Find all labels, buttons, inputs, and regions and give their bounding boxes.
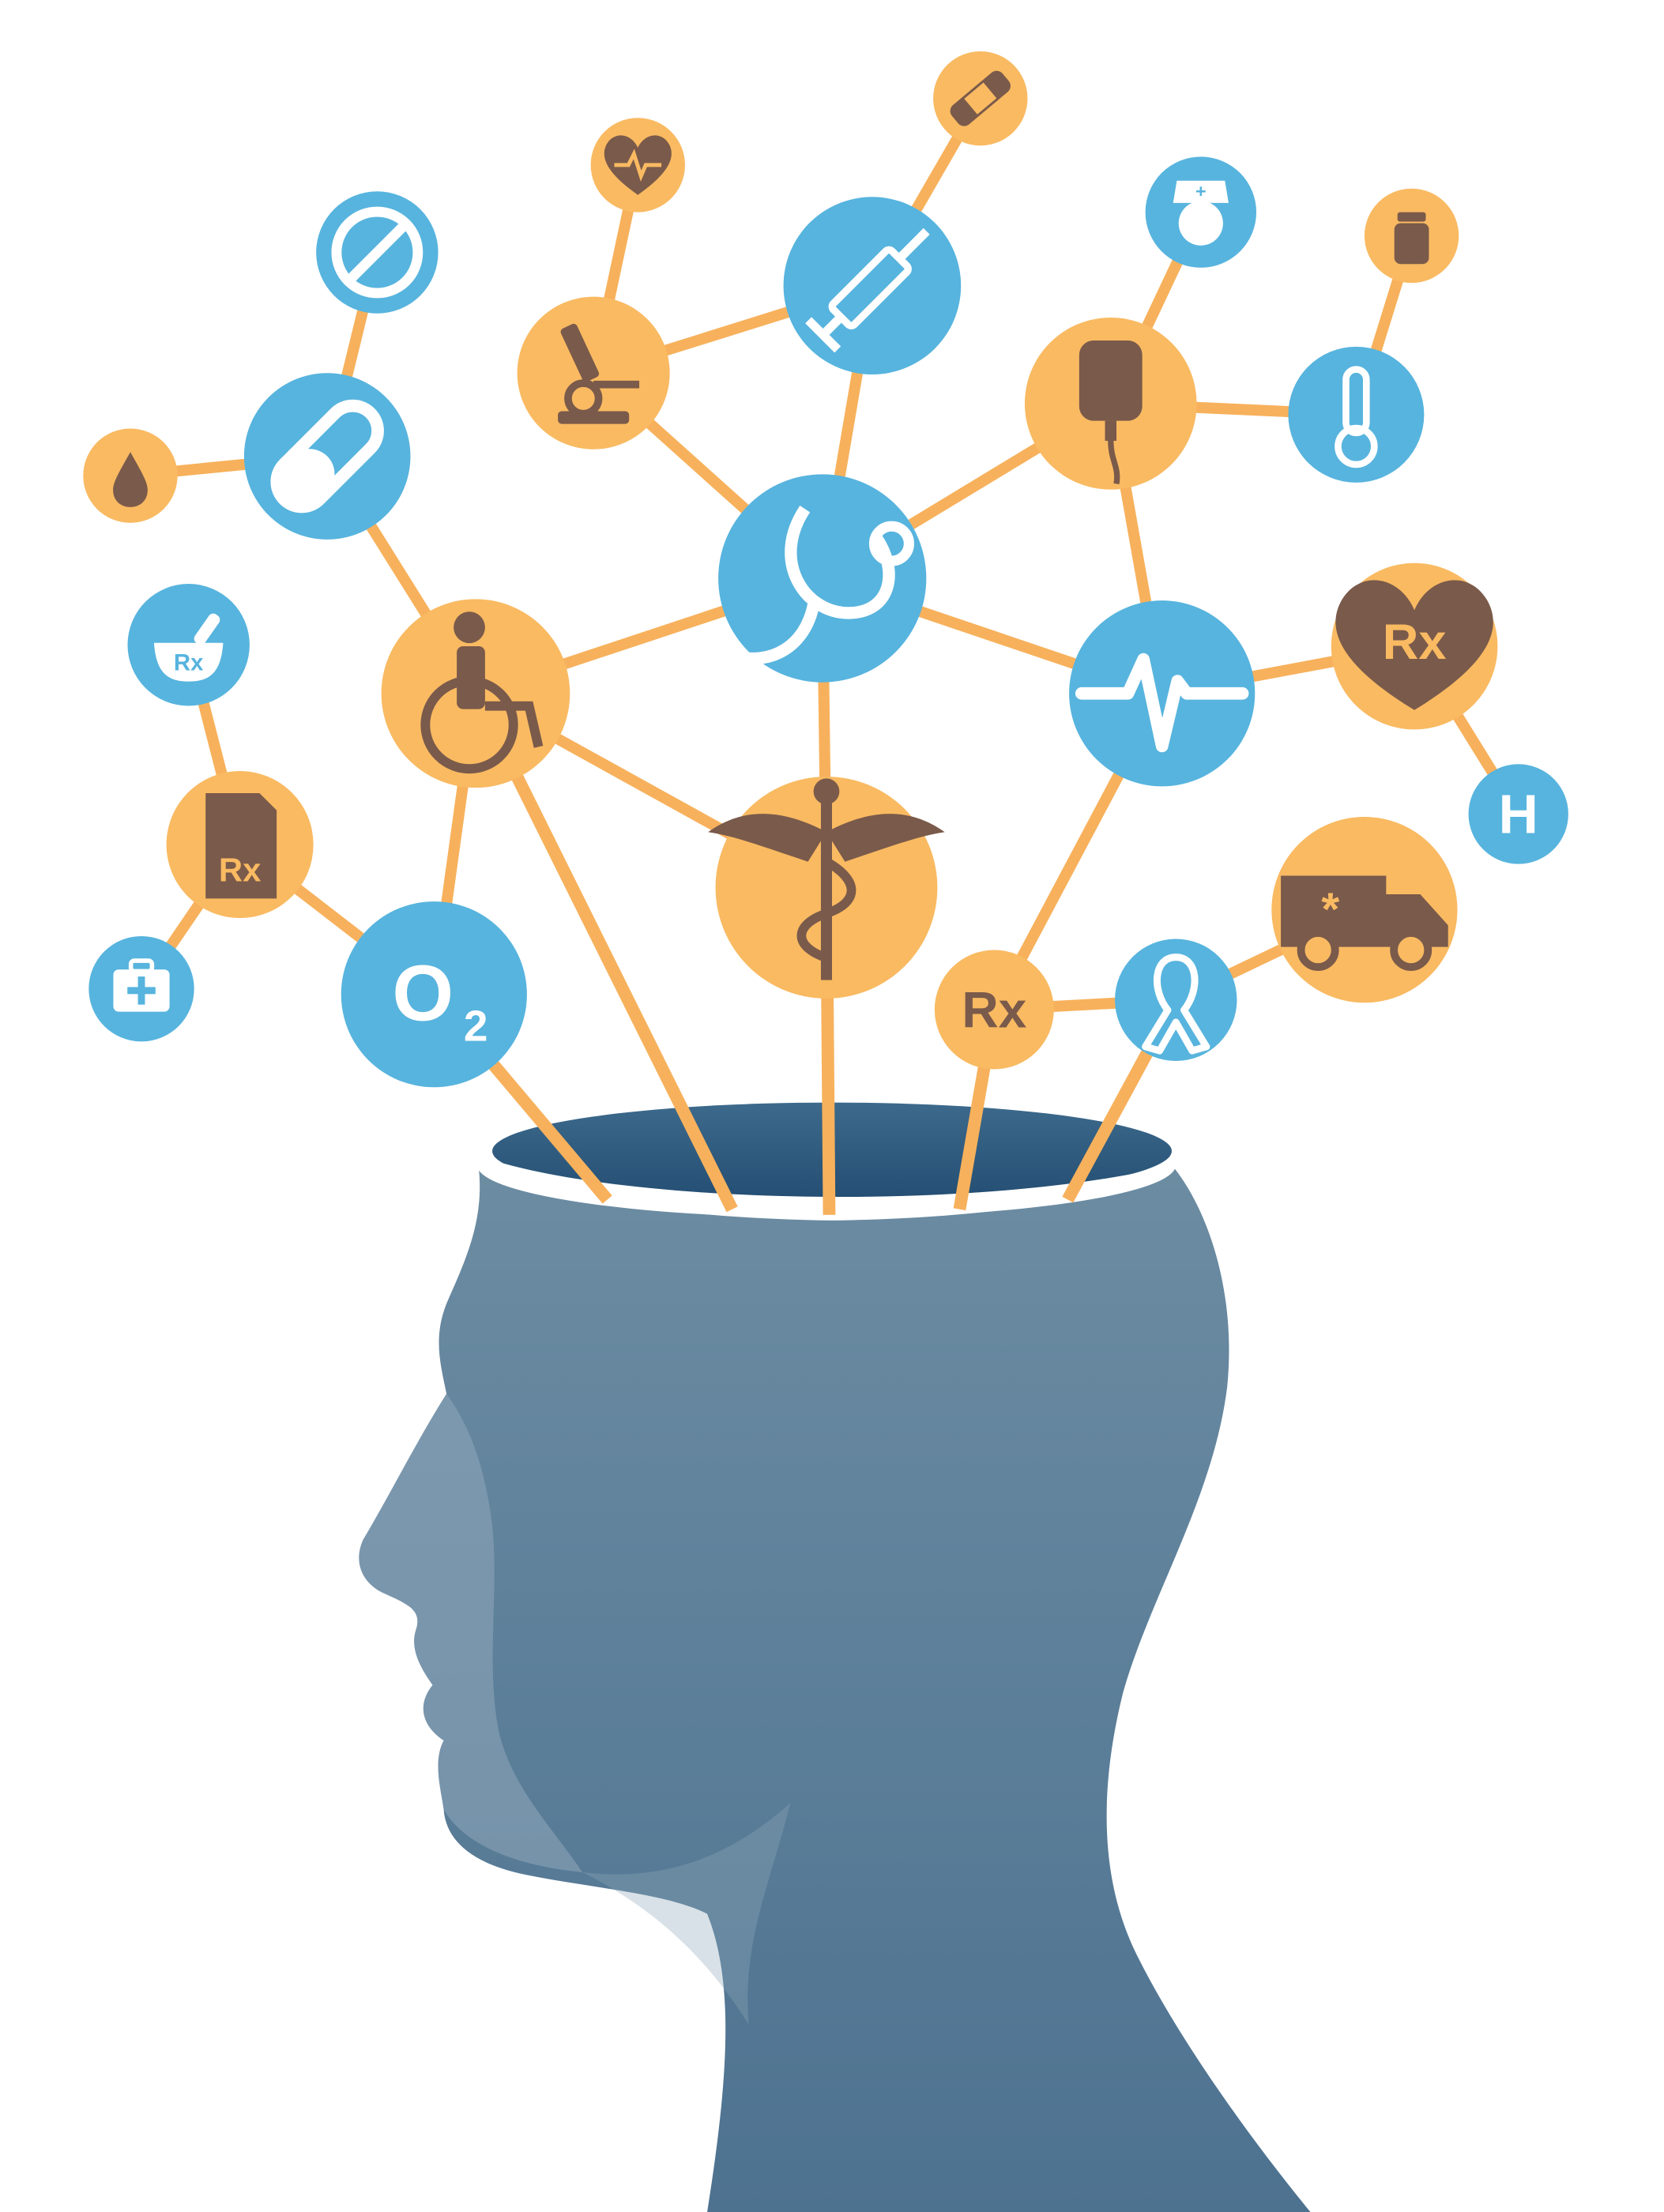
- node-hospital: H: [1468, 764, 1568, 864]
- microscope-icon: [558, 323, 640, 424]
- first-aid-kit-icon: [113, 958, 170, 1012]
- wheelchair-icon: [420, 611, 544, 774]
- bandage-icon: [950, 70, 1011, 126]
- node-heart-monitor: [590, 118, 685, 213]
- mortar-pestle-icon: [153, 613, 224, 682]
- ambulance-icon: *: [1281, 875, 1448, 972]
- iv-bag-icon: [1079, 340, 1143, 485]
- thermometer-icon: [1335, 366, 1378, 468]
- node-caduceus: [708, 777, 945, 999]
- node-microscope: [517, 296, 670, 450]
- node-ecg: [1069, 600, 1256, 787]
- stethoscope-icon: [734, 506, 914, 665]
- node-first-aid: [88, 935, 194, 1042]
- node-iv-bag: [1024, 318, 1197, 490]
- node-prescription: Rx: [166, 771, 314, 919]
- stem-wheelchair: [469, 690, 738, 1213]
- node-stethoscope: [718, 474, 927, 683]
- awareness-ribbon-icon: [1142, 954, 1210, 1055]
- face-highlight: [359, 1394, 583, 1872]
- node-pill-bottle: [1364, 188, 1459, 284]
- ecg-icon: [1075, 653, 1249, 753]
- head-silhouette: [359, 1164, 1311, 2212]
- prescription-doc-icon: [205, 792, 277, 899]
- pill-bottle-icon: [1394, 212, 1429, 265]
- prescription-label: Rx: [219, 852, 262, 889]
- caduceus-icon: [708, 778, 945, 980]
- syringe-icon: [805, 228, 930, 353]
- nurse-icon: +: [1173, 180, 1229, 246]
- node-tablet: [316, 191, 439, 314]
- svg-text:*: *: [1321, 884, 1339, 935]
- jaw-shade: [582, 1803, 791, 2026]
- heart-pulse-icon: [604, 135, 672, 195]
- oxygen-label: O: [392, 950, 454, 1038]
- svg-text:+: +: [1195, 181, 1207, 201]
- node-pill: [243, 373, 411, 540]
- heart-rx-icon: [1335, 580, 1493, 710]
- node-nurse: +: [1145, 156, 1257, 268]
- node-syringe: [783, 197, 962, 374]
- node-rx: Rx: [934, 950, 1054, 1070]
- tablet-icon: [331, 206, 424, 299]
- node-ambulance: *: [1271, 816, 1458, 1003]
- node-bandage: [933, 51, 1028, 146]
- node-mortar: Rx: [127, 584, 250, 706]
- node-ribbon: [1115, 939, 1237, 1061]
- rx-label: Rx: [962, 982, 1026, 1039]
- heart-rx-label: Rx: [1383, 615, 1447, 670]
- blood-drop-icon: [113, 452, 148, 507]
- mortar-label: Rx: [174, 650, 204, 676]
- oxygen-subscript: 2: [464, 1001, 488, 1050]
- node-heart-rx: Rx: [1331, 562, 1498, 730]
- hospital-label: H: [1499, 783, 1538, 845]
- node-drop: [83, 428, 178, 523]
- node-wheelchair: [381, 599, 570, 788]
- node-thermometer: [1288, 346, 1425, 483]
- capsule-icon: [270, 399, 384, 514]
